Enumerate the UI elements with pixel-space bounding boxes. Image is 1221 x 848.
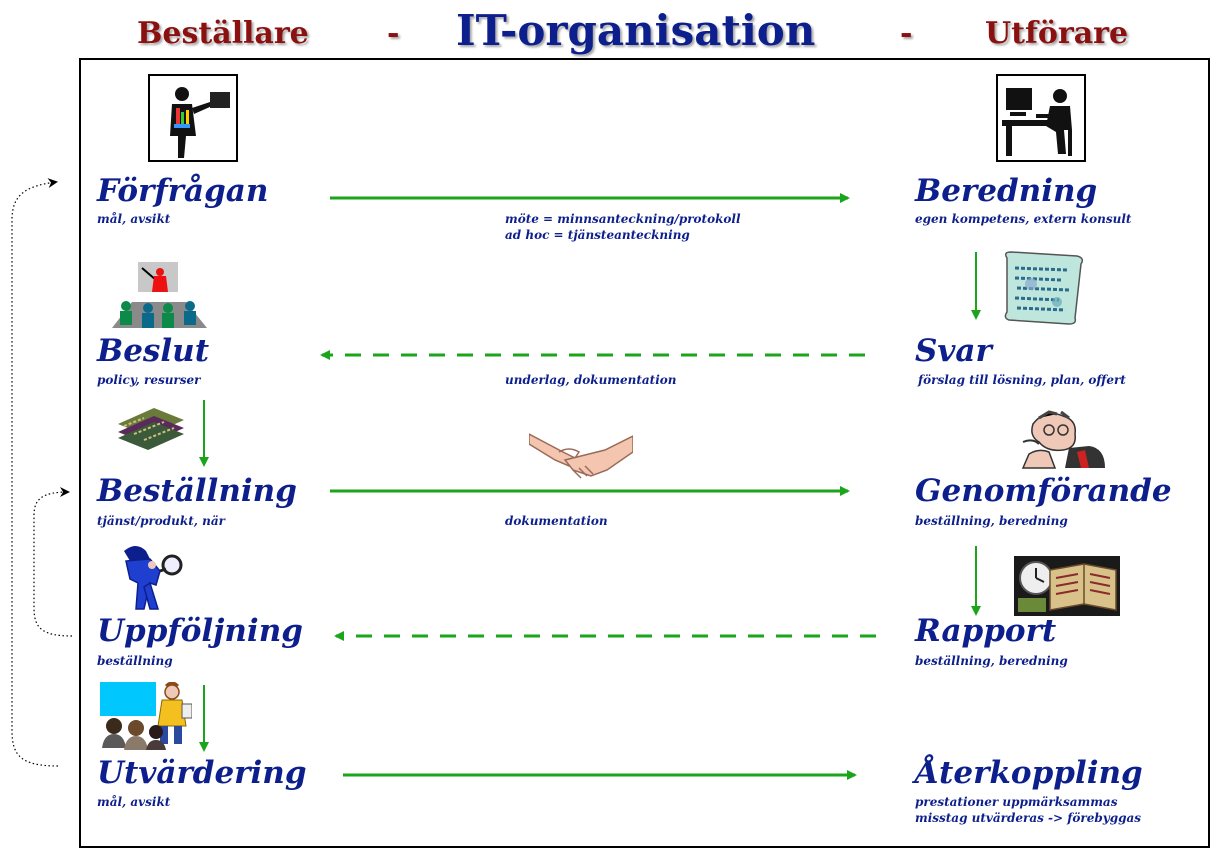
flow-label-forfragan-line2: ad hoc = tjänsteanteckning [505,228,690,243]
step-svar: Svar [915,333,992,369]
presenter-clipart-icon [148,74,238,162]
step-aterkoppling-sub-line1: prestationer uppmärksammas [915,795,1118,809]
header-left-label: Beställare [137,16,309,51]
step-utvardering: Utvärdering [97,755,307,791]
header-dash-left: - [387,16,400,51]
flow-label-forfragan: möte = minnsanteckning/protokoll ad hoc … [505,211,741,243]
step-rapport-sub: beställning, beredning [915,654,1068,668]
step-genomforande: Genomförande [915,473,1172,509]
flow-label-svar: underlag, dokumentation [505,373,677,387]
step-beslut: Beslut [97,333,210,369]
step-aterkoppling-sub-line2: misstag utvärderas -> förebyggas [915,811,1142,826]
step-genomforande-sub: beställning, beredning [915,514,1068,528]
step-forfragan: Förfrågan [97,173,269,209]
handshake-clipart-icon [529,433,633,479]
step-forfragan-sub: mål, avsikt [97,212,171,226]
header-dash-right: - [900,16,913,51]
meeting-clipart-icon [112,262,207,328]
classroom-clipart-icon [100,682,192,750]
step-bestallning: Beställning [97,473,297,509]
loop-utvardering-to-forfragan [11,178,59,767]
computer-worker-clipart-icon [996,74,1086,162]
step-utvardering-sub: mål, avsikt [97,795,171,809]
step-beslut-sub: policy, resurser [97,373,201,387]
step-beredning-sub: egen kompetens, extern konsult [915,212,1132,226]
loop-uppfoljning-to-bestallning [33,487,73,637]
page-title: IT-organisation [456,6,816,55]
flow-label-bestallning: dokumentation [505,514,608,528]
step-uppfoljning: Uppföljning [97,613,303,649]
step-uppfoljning-sub: beställning [97,654,173,668]
step-aterkoppling-sub: prestationer uppmärksammas misstag utvär… [915,794,1141,826]
document-scroll-clipart-icon [1004,251,1084,325]
detective-clipart-icon [124,546,183,610]
report-book-clipart-icon [1014,556,1120,616]
header-right-label: Utförare [985,16,1129,51]
step-bestallning-sub: tjänst/produkt, när [97,514,225,528]
step-svar-sub: förslag till lösning, plan, offert [918,373,1126,387]
money-stack-clipart-icon [118,408,184,450]
step-beredning: Beredning [915,173,1098,209]
thinking-man-clipart-icon [1021,410,1105,469]
step-aterkoppling: Återkoppling [915,755,1143,791]
flow-label-forfragan-line1: möte = minnsanteckning/protokoll [505,212,741,226]
step-rapport: Rapport [915,613,1057,649]
